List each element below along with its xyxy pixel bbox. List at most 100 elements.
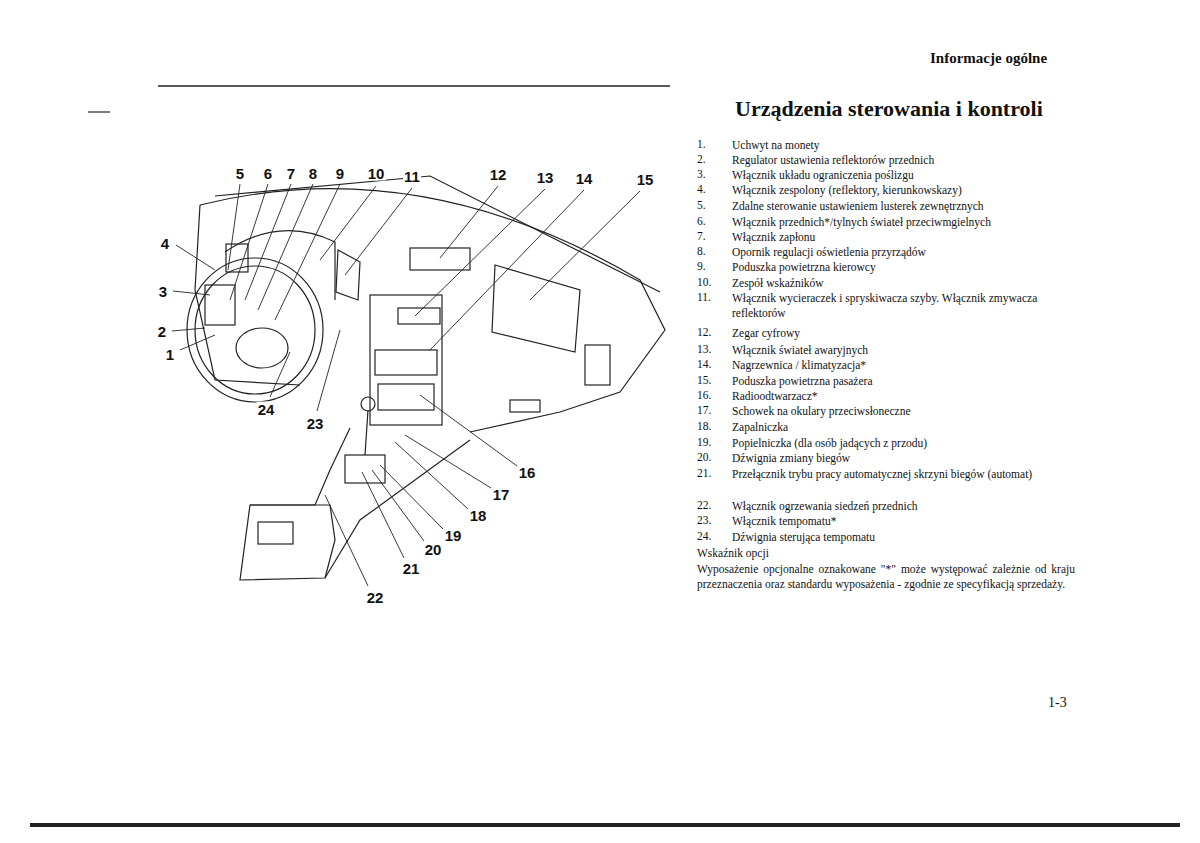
callout-number: 5 [235,166,245,181]
list-item: Zapalniczka [732,420,1075,435]
list-item: Zdalne sterowanie ustawieniem lusterek z… [732,199,1075,214]
callout-number: 24 [257,402,276,417]
side-vent [585,345,610,385]
callout-number: 3 [158,284,168,299]
list-number: 24. [697,530,711,542]
console [250,505,335,578]
callout-number: 17 [492,487,511,502]
stalk-switch [336,250,360,300]
dash-outline [195,205,300,385]
list-number: 18. [697,420,711,432]
callout-number: 20 [424,542,443,557]
callout-number: 13 [536,170,555,185]
mark-line [88,111,110,112]
list-number: 22. [697,499,711,511]
list-number: 11. [697,291,711,303]
center-vent [398,308,440,324]
list-number: 8. [697,245,706,257]
list-number: 1. [697,138,706,150]
list-number: 14. [697,358,711,370]
list-number: 10. [697,276,711,288]
list-item: Poduszka powietrzna kierowcy [732,260,1075,275]
list-item: Zespół wskaźników [732,276,1075,291]
callout-number: 23 [306,416,325,431]
wheel-hub [236,328,288,368]
list-item: Schowek na okulary przeciwsłoneczne [732,404,1075,419]
list-number: 21. [697,467,711,479]
list-number: 3. [697,168,706,180]
callout-number: 16 [518,465,537,480]
steering-wheel [195,266,315,394]
heater-panel [375,350,437,375]
rule-line [30,823,1180,827]
list-number: 12. [697,326,711,338]
list-number: 13. [697,343,711,355]
list-item: Włącznik zespolony (reflektory, kierunko… [732,183,1075,198]
list-number: 6. [697,215,706,227]
callout-number: 21 [402,561,421,576]
callout-number: 9 [335,166,345,181]
callout-number: 19 [444,528,463,543]
radio [378,384,434,410]
list-number: 19. [697,436,711,448]
center-stack [370,295,442,425]
callout-number: 18 [469,508,488,523]
list-item: Dźwignia zmiany biegów [732,451,1075,466]
steering-wheel [187,258,323,402]
callout-number: 8 [308,166,318,181]
list-number: 4. [697,183,706,195]
callout-number: 11 [403,169,421,184]
list-item: Włącznik wycieraczek i spryskiwacza szyb… [732,291,1075,321]
gear-lever [365,410,368,455]
callout-number: 7 [286,166,296,181]
list-item: Poduszka powietrzna pasażera [732,374,1075,389]
console [240,428,470,580]
list-item: Przełącznik trybu pracy automatycznej sk… [732,467,1075,482]
list-number: 9. [697,260,706,272]
page-number: 1-3 [1048,695,1067,711]
list-number: 23. [697,514,711,526]
glovebox-handle [510,400,540,412]
list-item: Zegar cyfrowy [732,326,1075,341]
note-heading: Wskaźnik opcji [697,547,769,559]
callout-number: 1 [165,347,175,362]
airbag-cover [492,265,580,352]
list-item: Włącznik układu ograniczenia poślizgu [732,168,1075,183]
list-item: Włącznik tempomatu* [732,514,1075,529]
list-item: Włącznik przednich*/tylnych świateł prze… [732,215,1075,230]
switch-panel [205,285,235,325]
list-number: 15. [697,374,711,386]
callout-number: 12 [489,167,508,182]
list-item: Włącznik świateł awaryjnych [732,343,1075,358]
list-number: 20. [697,451,711,463]
note-text: Wyposażenie opcjonalne oznakowane "*" mo… [697,562,1075,592]
list-number: 2. [697,153,706,165]
callout-number: 10 [367,166,386,181]
rule-line [158,85,670,87]
dash-outline [200,189,665,432]
list-number: 7. [697,230,706,242]
list-item: Radioodtwarzacz* [732,389,1075,404]
callout-number: 6 [263,166,273,181]
list-item: Opornik regulacji oświetlenia przyrządów [732,245,1075,260]
callout-number: 4 [160,236,170,251]
callout-number: 14 [575,171,594,186]
list-item: Nagrzewnica / klimatyzacja* [732,358,1075,373]
list-number: 17. [697,404,711,416]
callout-number: 15 [636,172,655,187]
page-title: Urządzenia sterowania i kontroli [735,96,1043,122]
list-item: Regulator ustawienia reflektorów przedni… [732,153,1075,168]
list-number: 16. [697,389,711,401]
callout-number: 22 [366,590,385,605]
leader-lines [172,184,640,586]
windshield-base [215,176,660,292]
list-item: Włącznik ogrzewania siedzeń przednich [732,499,1075,514]
list-item: Uchwyt na monety [732,138,1075,153]
console-box [258,522,293,544]
list-item: Włącznik zapłonu [732,230,1075,245]
list-item: Popielniczka (dla osób jadących z przodu… [732,436,1075,451]
callout-number: 2 [157,324,167,339]
gear-knob [361,397,375,411]
list-number: 5. [697,199,706,211]
